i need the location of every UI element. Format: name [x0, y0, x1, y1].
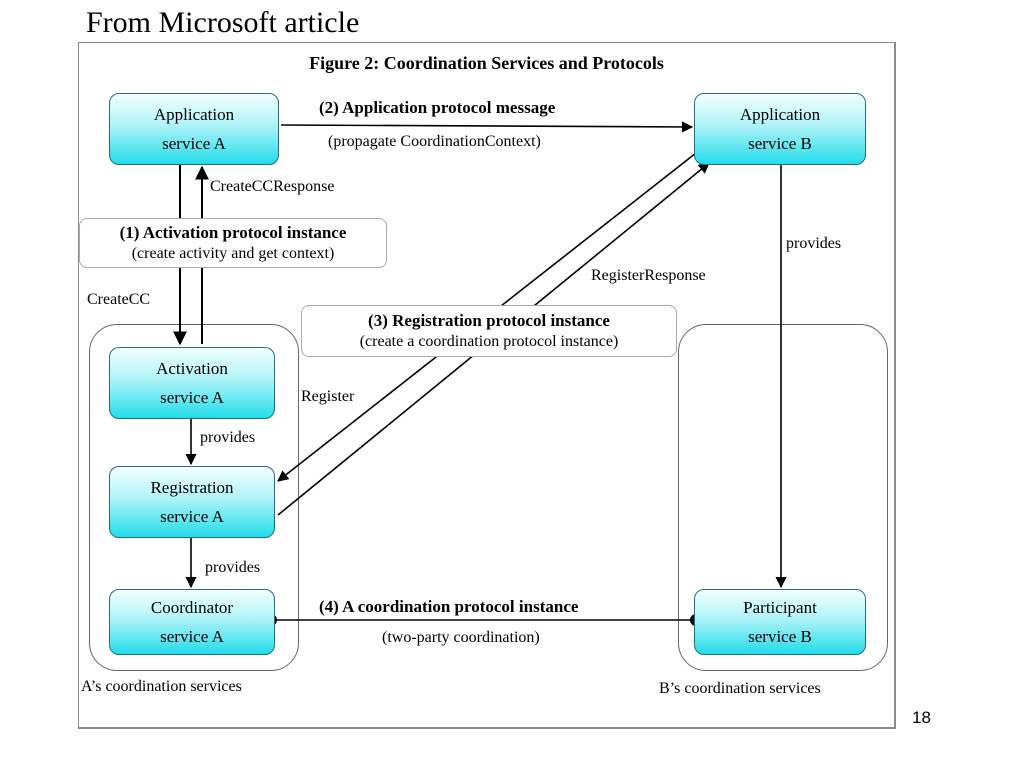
page-number: 18: [912, 708, 931, 727]
registration-service-a-line1: Registration: [150, 478, 234, 497]
activation-service-a-line2: service A: [160, 388, 224, 407]
activation-service-a-line1: Activation: [156, 359, 228, 378]
participant-service-b-line2: service B: [748, 627, 812, 646]
app-protocol-message-label: (2) Application protocol message: [319, 98, 556, 117]
coordination-figure: Figure 2: Coordination Services and Prot…: [78, 42, 896, 729]
activation-protocol-callout: (1) Activation protocol instance (create…: [79, 218, 387, 268]
registration-protocol-subtitle: (create a coordination protocol instance…: [359, 333, 619, 350]
create-cc-response-label: CreateCCResponse: [210, 178, 335, 195]
group-b-outline: [678, 324, 888, 671]
activation-protocol-title: (1) Activation protocol instance: [119, 223, 347, 242]
figure-title: Figure 2: Coordination Services and Prot…: [309, 53, 664, 73]
coordinator-service-a-line1: Coordinator: [150, 598, 234, 617]
arrow-app-protocol: [280, 121, 694, 133]
group-a-label: A’s coordination services: [81, 678, 242, 695]
group-b-label: B’s coordination services: [659, 680, 821, 697]
participant-service-b: Participant service B: [694, 589, 866, 655]
provides-label-b: provides: [786, 235, 842, 252]
application-service-b-line2: service B: [748, 134, 812, 153]
registration-service-a: Registration service A: [109, 466, 275, 538]
registration-protocol-title: (3) Registration protocol instance: [368, 311, 610, 330]
registration-protocol-callout: (3) Registration protocol instance (crea…: [301, 305, 677, 357]
app-protocol-message-sub: (propagate CoordinationContext): [328, 133, 541, 150]
activation-service-a: Activation service A: [109, 347, 275, 419]
application-service-b-line1: Application: [739, 105, 821, 124]
create-cc-label: CreateCC: [87, 291, 151, 308]
application-service-a-line2: service A: [162, 134, 226, 153]
application-service-b: Application service B: [694, 93, 866, 165]
register-response-label: RegisterResponse: [591, 267, 706, 284]
coordinator-service-a: Coordinator service A: [109, 589, 275, 655]
participant-service-b-line1: Participant: [743, 598, 817, 617]
coordination-protocol-sub: (two-party coordination): [382, 629, 540, 646]
application-service-a: Application service A: [109, 93, 279, 165]
provides-label-1: provides: [200, 429, 256, 446]
coordination-protocol-label: (4) A coordination protocol instance: [319, 597, 579, 616]
application-service-a-line1: Application: [153, 105, 235, 124]
coordinator-service-a-line2: service A: [160, 627, 224, 646]
provides-label-2: provides: [205, 559, 261, 576]
slide-title: From Microsoft article: [86, 6, 360, 39]
register-label: Register: [301, 388, 355, 405]
activation-protocol-subtitle: (create activity and get context): [131, 245, 335, 262]
registration-service-a-line2: service A: [160, 507, 224, 526]
